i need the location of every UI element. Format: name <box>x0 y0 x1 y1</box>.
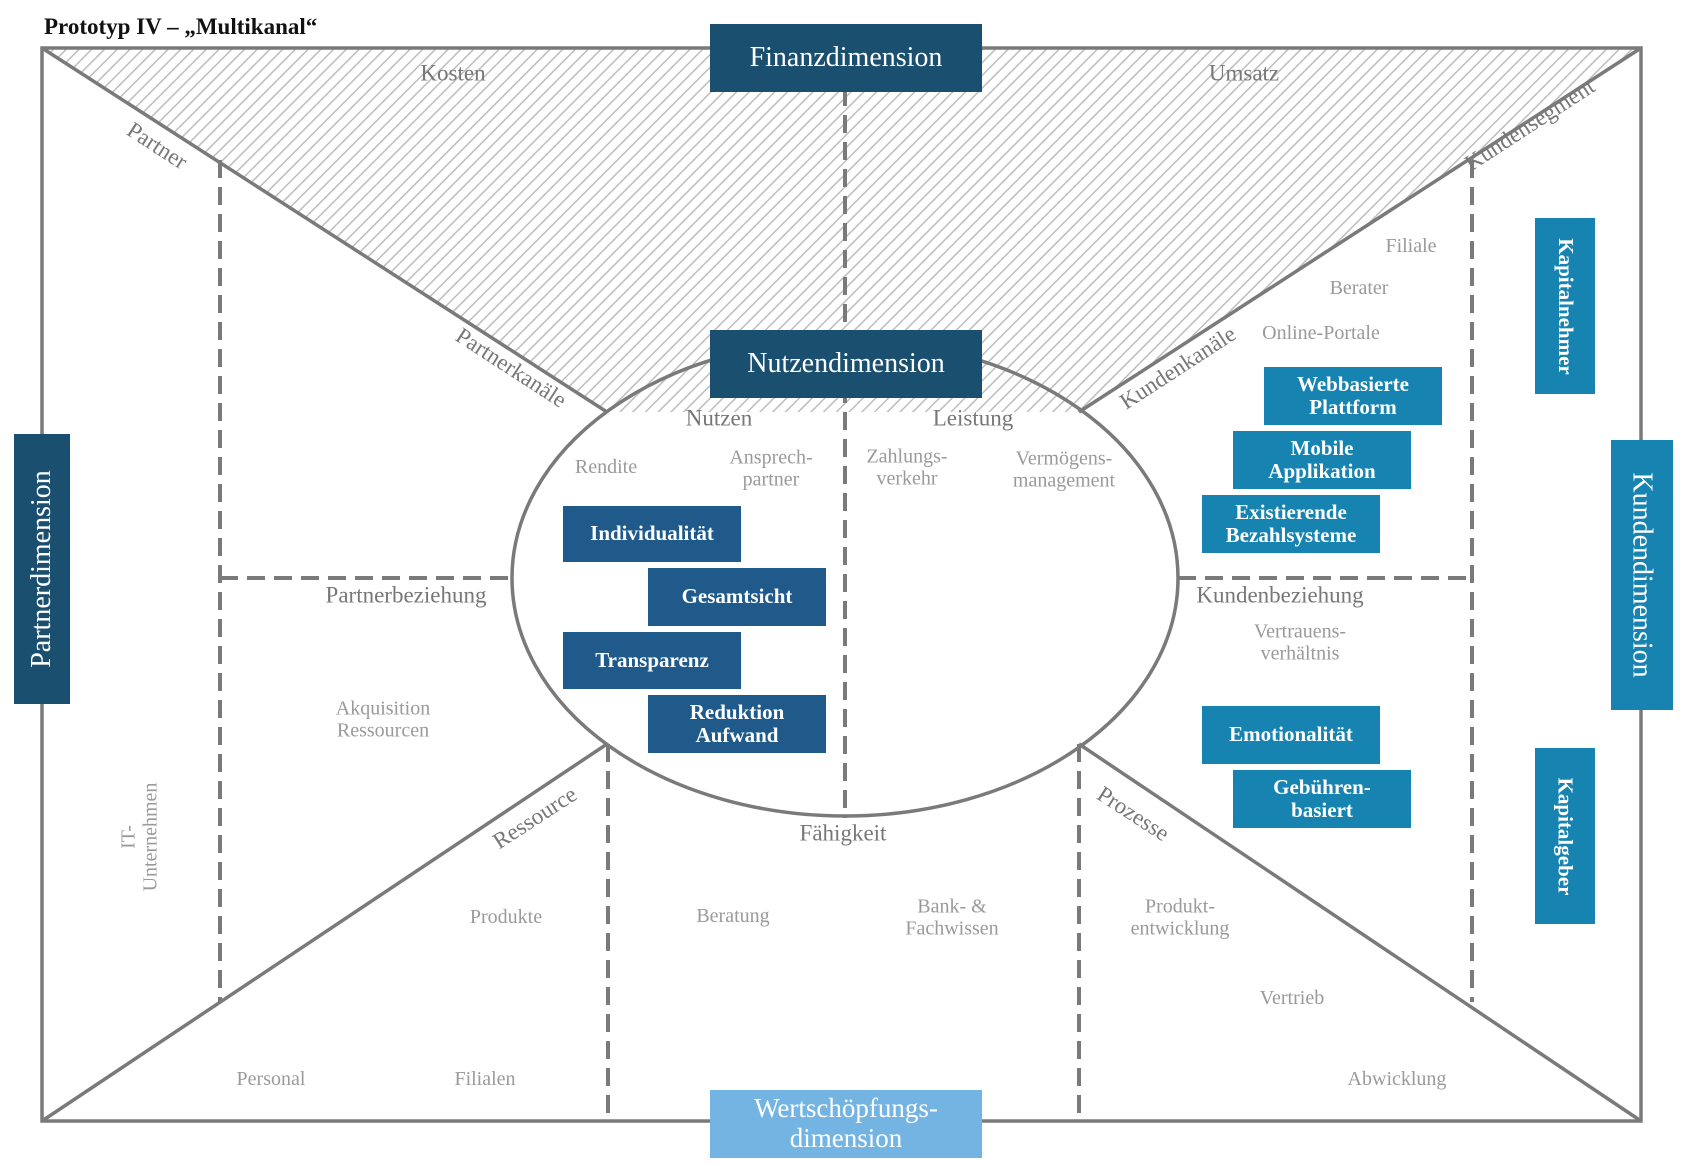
vertrauens-text: Vertrauens- <box>1253 620 1347 643</box>
leistung-heading: Leistung <box>932 405 1014 431</box>
vermoegens-text: Vermögens- <box>1015 447 1113 470</box>
it-unternehmen: IT- Unternehmen <box>117 782 161 892</box>
gesamtsicht-box: Gesamtsicht <box>648 568 826 626</box>
page-title: Prototyp IV – „Multikanal“ <box>44 14 318 39</box>
akquisition-text: Akquisition <box>335 697 431 720</box>
webbasierte-plattform-box: Webbasierte Plattform <box>1264 367 1442 425</box>
zahlungs-text: Zahlungs- <box>866 445 948 468</box>
wertschoepfung-line1: Wertschöpfungs- <box>754 1093 938 1124</box>
produkte-text: Produkte <box>469 906 543 929</box>
entwicklung-text: entwicklung <box>1130 917 1230 939</box>
faehigkeit-heading: Fähigkeit <box>799 820 887 846</box>
plattform-text: Plattform <box>1309 395 1397 419</box>
kosten-label: Kosten <box>420 60 486 86</box>
aufwand-text: Aufwand <box>695 723 779 747</box>
berater-text: Berater <box>1329 277 1389 300</box>
transparenz-box: Transparenz <box>563 632 741 689</box>
it-text: IT- <box>117 825 140 849</box>
reduktion-aufwand-box: Reduktion Aufwand <box>648 695 826 753</box>
partner-text: partner <box>742 468 800 490</box>
emotionalitaet-box: Emotionalität <box>1202 706 1380 764</box>
kapitalgeber-text: Kapitalgeber <box>1553 777 1578 895</box>
filiale-text: Filiale <box>1385 235 1437 258</box>
existierende-bezahlsysteme-box: Existierende Bezahlsysteme <box>1202 495 1380 553</box>
kundendimension-label: Kundendimension <box>1611 440 1673 710</box>
filialen-text: Filialen <box>454 1068 516 1091</box>
vertrauensverhaeltnis: Vertrauens- verhältnis <box>1254 621 1346 664</box>
verhaeltnis-text: verhältnis <box>1260 642 1340 664</box>
finanzdimension-label: Finanzdimension <box>710 24 982 92</box>
gebuehren-text: Gebühren- <box>1273 774 1371 799</box>
reduktion-text: Reduktion <box>689 699 785 724</box>
gebuehrenbasiert-box: Gebühren- basiert <box>1233 770 1411 828</box>
existierende-text: Existierende <box>1235 499 1347 524</box>
diagonal-top-left <box>41 46 608 414</box>
kundendimension-text: Kundendimension <box>1627 472 1658 678</box>
webbasierte-text: Webbasierte <box>1297 371 1409 396</box>
fachwissen-text: Fachwissen <box>905 917 999 939</box>
individualitaet-box: Individualität <box>563 506 741 562</box>
ressourcen-text: Ressourcen <box>336 719 430 741</box>
vermoegensmanagement: Vermögens- management <box>1013 448 1115 491</box>
beratung-text: Beratung <box>696 905 770 928</box>
mobile-applikation-box: Mobile Applikation <box>1233 431 1411 489</box>
applikation-text: Applikation <box>1268 459 1376 483</box>
akquisition-ressourcen: Akquisition Ressourcen <box>336 698 430 741</box>
zahlungsverkehr: Zahlungs- verkehr <box>866 446 947 489</box>
basiert-text: basiert <box>1291 798 1353 822</box>
management-text: management <box>1012 469 1116 491</box>
rendite-text: Rendite <box>574 456 638 479</box>
wertschoepfung-line2: dimension <box>789 1123 903 1153</box>
personal-text: Personal <box>236 1068 306 1091</box>
kapitalgeber-box: Kapitalgeber <box>1535 748 1595 924</box>
partnerdimension-label: Partnerdimension <box>14 434 70 704</box>
unternehmen-text: Unternehmen <box>139 782 161 892</box>
produktentwicklung: Produkt- entwicklung <box>1131 896 1230 939</box>
diagonal-top-right <box>1078 46 1642 414</box>
mobile-text: Mobile <box>1290 435 1354 460</box>
bank-text: Bank- & <box>917 895 987 918</box>
verkehr-text: verkehr <box>876 467 938 489</box>
abwicklung-text: Abwicklung <box>1347 1068 1447 1091</box>
partnerbeziehung-heading: Partnerbeziehung <box>325 582 487 608</box>
nutzen-heading: Nutzen <box>685 405 753 431</box>
partnerdimension-text: Partnerdimension <box>26 470 57 668</box>
bank-fachwissen: Bank- & Fachwissen <box>905 896 998 939</box>
kundenbeziehung-heading: Kundenbeziehung <box>1196 582 1364 608</box>
wertschoepfungsdimension-label: Wertschöpfungs- dimension <box>710 1090 982 1158</box>
kapitalnehmer-text: Kapitalnehmer <box>1553 237 1578 375</box>
kapitalnehmer-box: Kapitalnehmer <box>1535 218 1595 394</box>
vertrieb-text: Vertrieb <box>1259 987 1325 1010</box>
nutzendimension-label: Nutzendimension <box>710 330 982 398</box>
diagonal-bottom-right <box>1078 742 1642 1123</box>
produkt-text: Produkt- <box>1145 895 1215 918</box>
bezahlsysteme-text: Bezahlsysteme <box>1225 523 1357 547</box>
online-portale-text: Online-Portale <box>1262 322 1380 345</box>
finance-hatched-area <box>42 48 1641 412</box>
ansprechpartner: Ansprech- partner <box>729 447 812 490</box>
ansprech-text: Ansprech- <box>729 446 813 469</box>
diagonal-bottom-left <box>41 742 608 1123</box>
umsatz-label: Umsatz <box>1208 60 1280 86</box>
